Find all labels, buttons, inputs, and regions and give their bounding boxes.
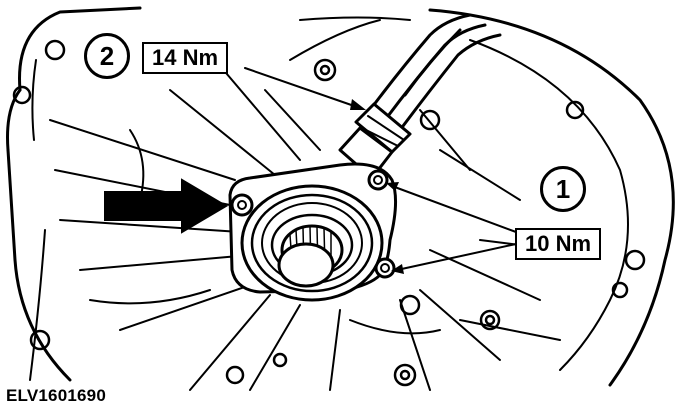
housing-outline bbox=[6, 6, 675, 387]
hydraulic-lines bbox=[368, 13, 502, 132]
torque-label-cable-fitting: 14 Nm bbox=[142, 42, 229, 74]
installation-direction-arrow-icon bbox=[104, 178, 228, 234]
callout-2: 2 bbox=[84, 33, 130, 79]
input-shaft bbox=[277, 224, 344, 288]
torque-label-mounting-bolts: 10 Nm bbox=[515, 228, 602, 260]
housing-bolt-holes bbox=[12, 39, 646, 387]
torque-leader-lines bbox=[244, 67, 517, 271]
leader-arrowheads bbox=[350, 99, 404, 274]
housing-ribs bbox=[49, 59, 561, 391]
figure-code: ELV1601690 bbox=[6, 386, 106, 405]
callout-1: 1 bbox=[540, 166, 586, 212]
